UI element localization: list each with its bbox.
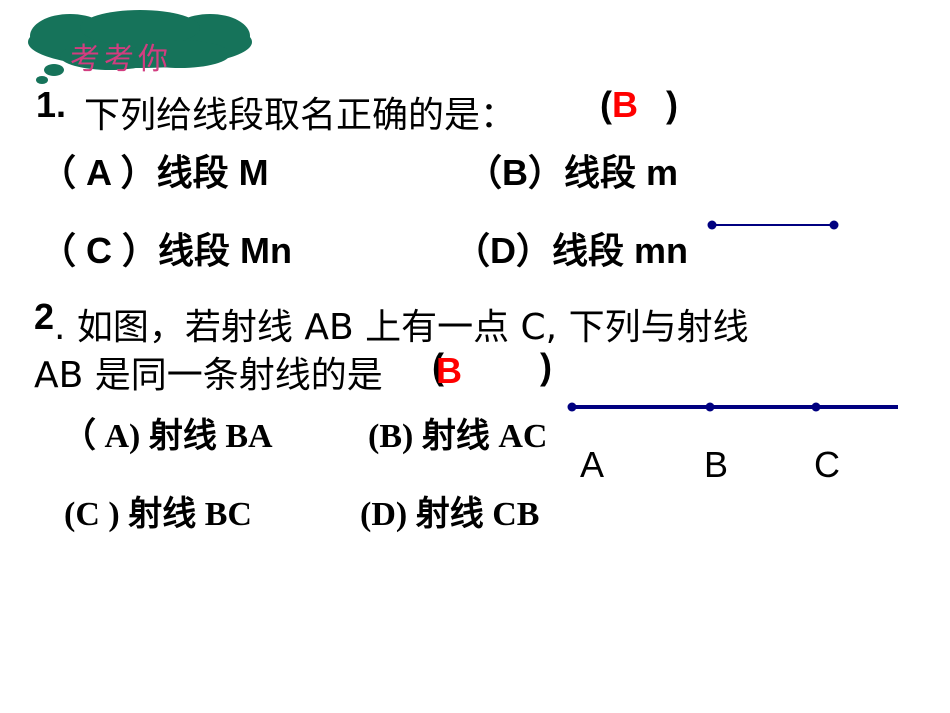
ray-point-a [567,402,577,412]
segment-endpoint-left [707,220,717,230]
cloud-badge-icon [28,10,252,84]
q2-paren-close: ) [540,346,552,387]
ray-label-b: B [704,444,729,485]
q2-line1: . 如图，若射线 AB 上有一点 C, 下列与射线 [54,307,749,348]
q2-option-a: （ A) 射线 BA [62,418,273,455]
ray-label-a: A [580,444,605,485]
ray-point-c [811,402,821,412]
q1-option-d: （D）线段 mn [454,230,689,271]
q2-answer: B [436,350,462,391]
q2-option-d: (D) 射线 CB [360,496,540,533]
segment-endpoint-right [829,220,839,230]
q1-option-a: （ A ）线段 M [40,152,269,193]
ray-point-b [705,402,715,412]
q2-number: 2 [34,296,55,337]
q1-number: 1. [36,84,67,125]
q2-option-b: (B) 射线 AC [368,418,548,455]
q1-paren-open: ( [600,84,612,125]
q2-line2: AB 是同一条射线的是 [34,355,383,396]
ray-label-c: C [814,444,840,485]
q1-answer: B [612,84,638,125]
q1-text: 下列给线段取名正确的是： [84,95,517,136]
ray-diagram [567,402,898,412]
q1-option-b: （B）线段 m [466,152,679,193]
q2-paren-open: ( [432,346,444,387]
q1-paren-close: ) [666,84,678,125]
q1-option-c: （ C ）线段 Mn [40,230,292,271]
segment-diagram [707,220,839,230]
badge-label: 考考你 [70,42,172,77]
q2-option-c: (C ) 射线 BC [64,496,252,533]
